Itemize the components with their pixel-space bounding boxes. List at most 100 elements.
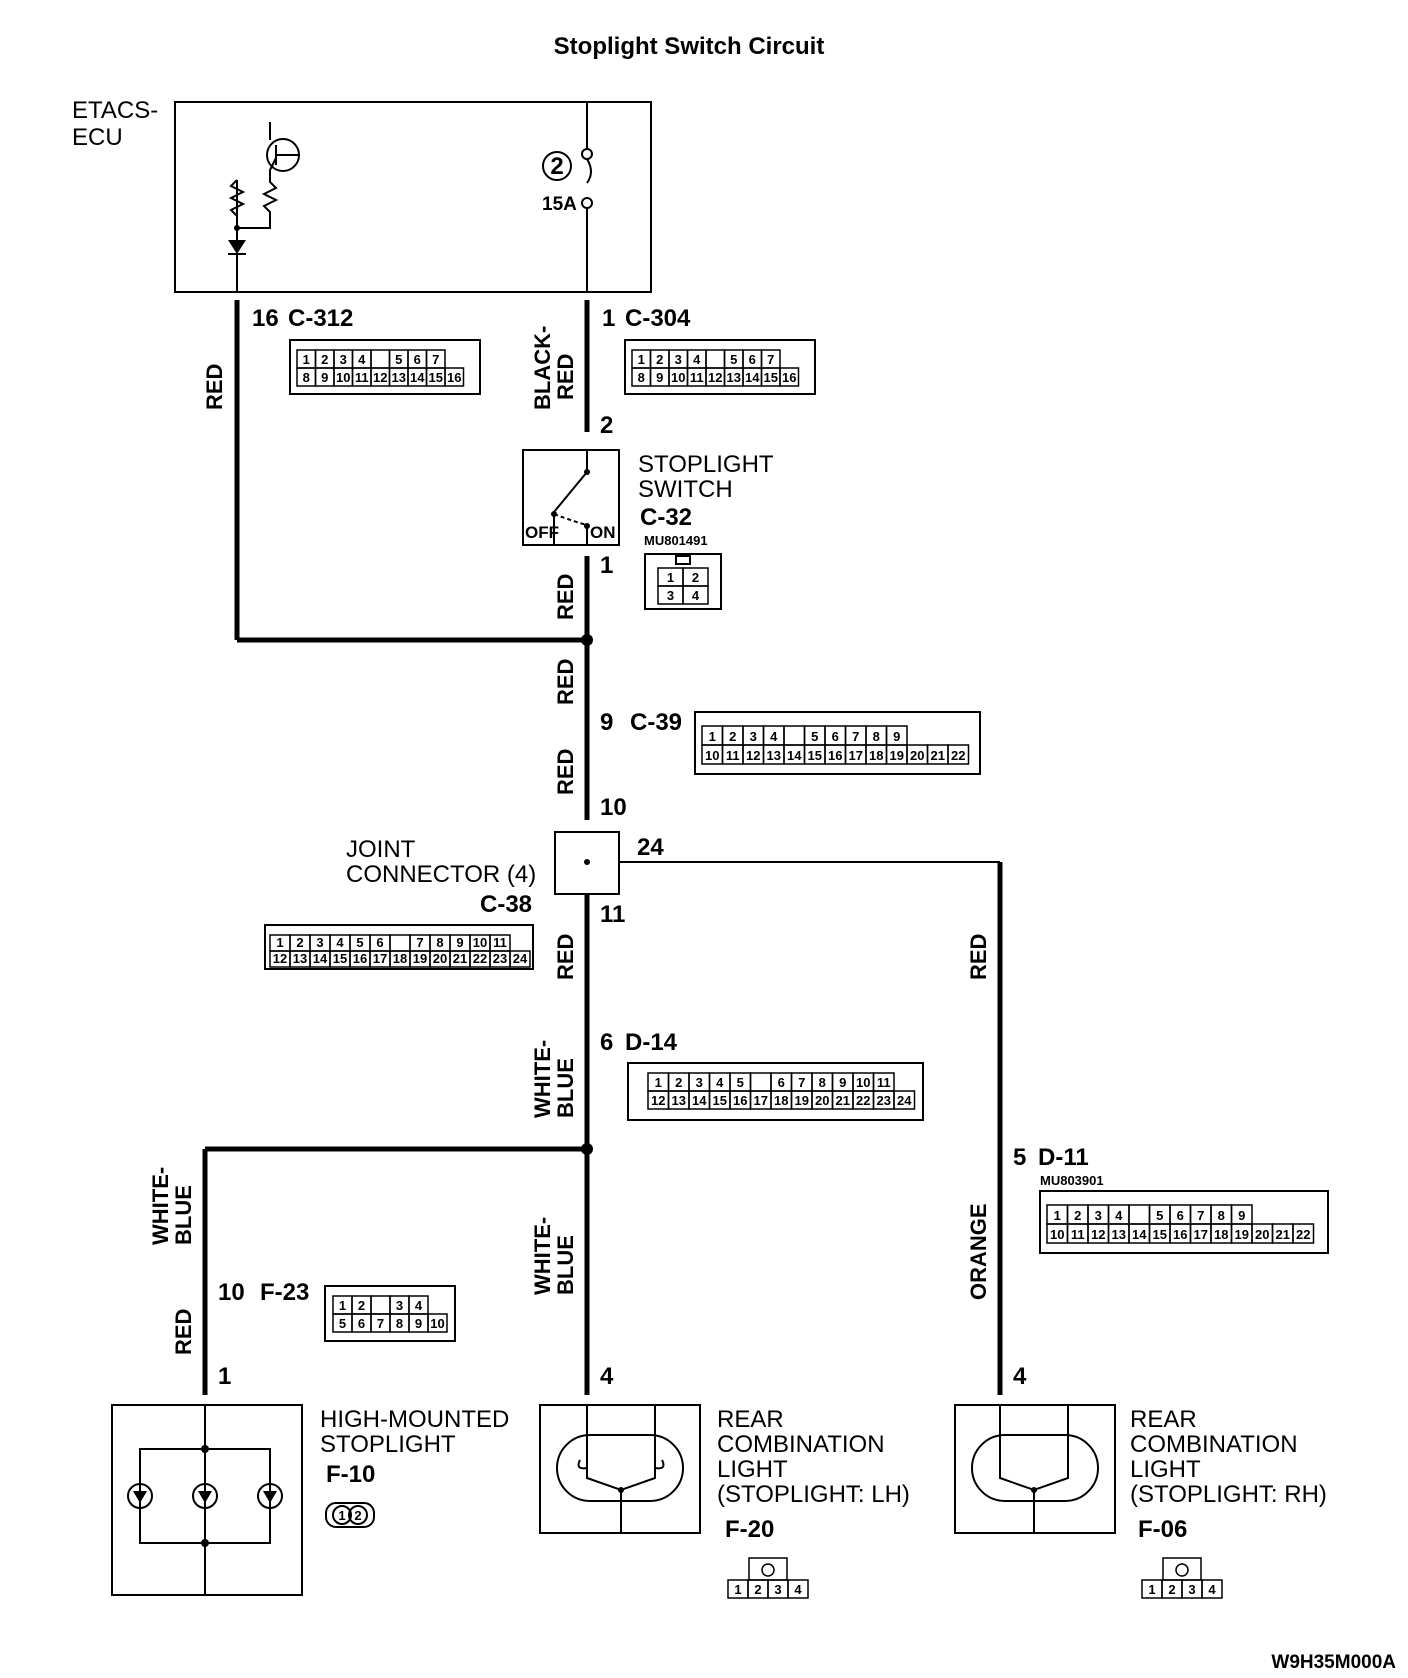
c38-cell-label: 19	[413, 951, 427, 966]
c312-cell-label: 4	[358, 352, 366, 367]
c304-cell-label: 11	[690, 370, 704, 385]
c32-cell-label: 1	[667, 570, 674, 585]
f20-cell-label: 4	[794, 1582, 802, 1597]
c304-cell-label: 8	[638, 370, 645, 385]
c312-cell-label: 11	[355, 370, 369, 385]
f20-cell-label: 3	[774, 1582, 781, 1597]
f23-cell-box	[427, 1313, 448, 1333]
c39-cell-label: 6	[832, 729, 839, 744]
rh-name-1: REAR	[1130, 1406, 1197, 1433]
d14-cell-label: 21	[836, 1093, 850, 1108]
c304-cell-label: 14	[745, 370, 760, 385]
d14-cell-label: 16	[733, 1093, 747, 1108]
c304-pin: 1	[602, 305, 615, 332]
d14-cell-label: 19	[795, 1093, 809, 1108]
rh-id: F-06	[1138, 1516, 1187, 1543]
c304-cell-label: 10	[671, 370, 685, 385]
d11-part: MU803901	[1040, 1173, 1104, 1188]
c32-cell-label: 3	[667, 588, 674, 603]
f23-cell-label: 2	[358, 1298, 365, 1313]
switch-name-2: SWITCH	[638, 476, 733, 503]
c304-cell-label: 4	[693, 352, 701, 367]
c38-cell-label: 14	[313, 951, 328, 966]
d14-pin: 6	[600, 1029, 613, 1056]
d14-cell-label: 12	[651, 1093, 665, 1108]
connector-key-circle	[1175, 1563, 1189, 1577]
connector-key	[748, 1557, 788, 1581]
d11-cell-label: 4	[1115, 1208, 1123, 1223]
d11-cell-label: 7	[1197, 1208, 1204, 1223]
c38-cell-label: 16	[353, 951, 367, 966]
d14-cell-label: 20	[815, 1093, 829, 1108]
d11-cell-label: 21	[1276, 1227, 1290, 1242]
wire-label-red-right: RED	[966, 934, 991, 980]
rh-name-4: (STOPLIGHT: RH)	[1130, 1481, 1327, 1508]
stoplight-switch: 2 OFF ON STOPLIGHT SWITCH C-32 MU801491 …	[522, 412, 774, 610]
d11-cell-label: 5	[1156, 1208, 1163, 1223]
connector-key	[1162, 1557, 1202, 1581]
c39-cell-label: 10	[705, 748, 719, 763]
rear-combination-rh: 4 REAR COMBINATION LIGHT (STOPLIGHT: RH)…	[954, 1363, 1327, 1599]
c39-cell-label: 22	[951, 748, 965, 763]
d11-cell-label: 20	[1255, 1227, 1269, 1242]
c39-cell-label: 20	[910, 748, 924, 763]
d14-cell-label: 8	[819, 1075, 826, 1090]
diagram-title: Stoplight Switch Circuit	[554, 33, 825, 60]
c312-cell-label: 1	[303, 352, 310, 367]
c38-id: C-38	[480, 891, 532, 918]
d14-cell-label: 7	[798, 1075, 805, 1090]
c38-cell-box	[509, 950, 531, 968]
c38-cell-label: 6	[376, 935, 383, 950]
c39-cell-label: 9	[893, 729, 900, 744]
c304-cell-label: 5	[730, 352, 737, 367]
f23-cell-label: 8	[396, 1316, 403, 1331]
c39-cell-label: 19	[890, 748, 904, 763]
wire-label-black-red-1: BLACK-	[530, 326, 555, 410]
fuse-rating: 15A	[542, 194, 577, 215]
wire-label-red-f23: RED	[171, 1309, 196, 1355]
c39-cell-label: 1	[709, 729, 716, 744]
c304-cell-label: 1	[638, 352, 645, 367]
d11-cell-label: 2	[1074, 1208, 1081, 1223]
c39-cell-label: 18	[869, 748, 883, 763]
c312-id: C-312	[288, 305, 353, 332]
d14-cell-label: 23	[877, 1093, 891, 1108]
c39-id: C-39	[630, 709, 682, 736]
c39-cell-label: 21	[931, 748, 945, 763]
d14-cell-box	[749, 1072, 772, 1092]
hms-cell-2: 2	[354, 1508, 361, 1523]
switch-off: OFF	[525, 523, 559, 542]
c304-id: C-304	[625, 305, 691, 332]
c304-cell-label: 7	[767, 352, 774, 367]
fuse-number-circle	[542, 151, 572, 181]
d14-cell-label: 14	[692, 1093, 707, 1108]
d14-cell-label: 6	[778, 1075, 785, 1090]
switch-part: MU801491	[644, 533, 708, 548]
c304-cell-label: 2	[656, 352, 663, 367]
c312-cell-label: 13	[392, 370, 406, 385]
d11-cell-label: 3	[1095, 1208, 1102, 1223]
d11-cell-label: 6	[1177, 1208, 1184, 1223]
c38-cell-label: 18	[393, 951, 407, 966]
c304-cell-label: 16	[782, 370, 796, 385]
c38-cell-label: 15	[333, 951, 347, 966]
c38-cell-box	[389, 934, 411, 952]
c39-cell-label: 5	[811, 729, 818, 744]
c312-cell-label: 9	[321, 370, 328, 385]
c304-cell-label: 9	[656, 370, 663, 385]
jc-pin-bottom: 11	[600, 901, 625, 928]
f23-cell-label: 7	[377, 1316, 384, 1331]
d14-cell-label: 22	[856, 1093, 870, 1108]
rh-pin: 4	[1013, 1363, 1027, 1390]
f23-cell-label: 5	[339, 1316, 346, 1331]
led-icon	[127, 1483, 153, 1509]
hms-cell-1: 1	[338, 1508, 345, 1523]
c38-cell-label: 11	[493, 935, 507, 950]
c304-cell-label: 6	[749, 352, 756, 367]
d14-cell-label: 10	[856, 1075, 870, 1090]
d14-cell-label: 3	[696, 1075, 703, 1090]
jc-pin-right: 24	[637, 834, 664, 861]
switch-lever-icon	[553, 471, 588, 513]
hms-id: F-10	[326, 1461, 375, 1488]
